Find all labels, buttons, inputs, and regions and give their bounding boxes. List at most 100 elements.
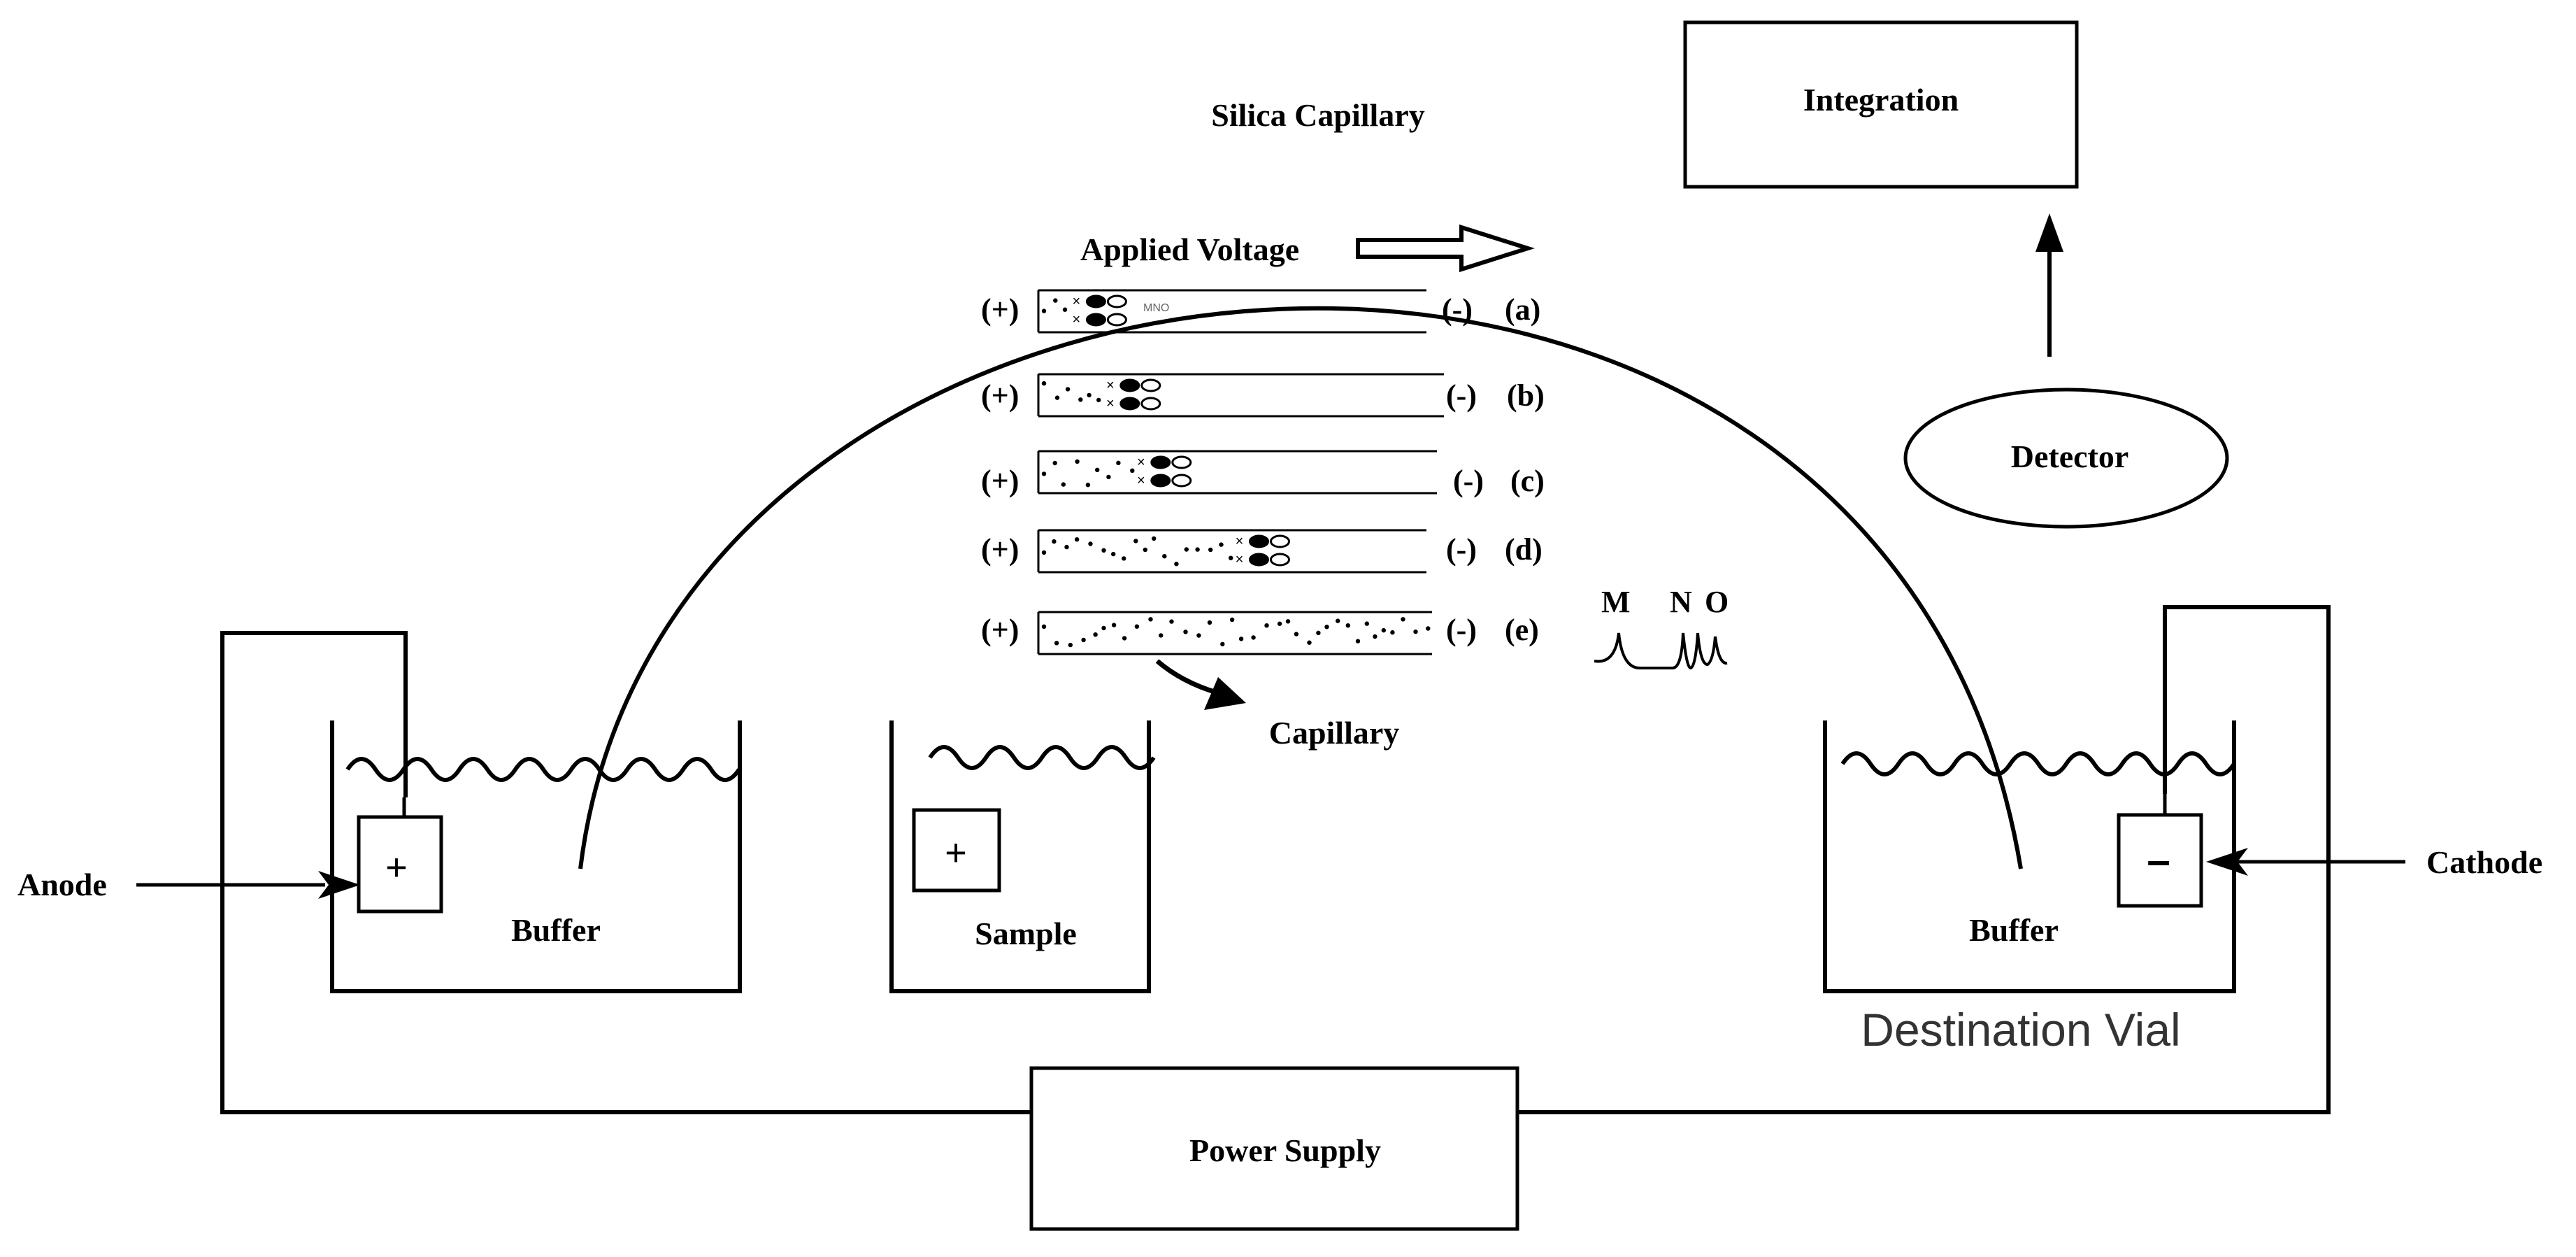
buffer-surface-wave	[345, 757, 741, 782]
destination-surface-wave	[1840, 751, 2236, 776]
buffer-ion-dot	[1096, 397, 1101, 403]
buffer-ion-dot	[1174, 562, 1179, 567]
buffer-ion-dot	[1264, 623, 1269, 628]
buffer-ion-dot	[1294, 632, 1299, 637]
stage-positive-label: (+)	[981, 532, 1019, 567]
buffer-ion-dot	[1068, 642, 1073, 648]
capillary-label: Capillary	[1269, 715, 1400, 751]
buffer-ion-dot	[1219, 542, 1224, 547]
cation-blob	[1150, 455, 1171, 469]
buffer-ion-dot	[1041, 550, 1047, 555]
integration-box	[1683, 20, 2079, 189]
migration-stage-b: ××(+)(-)(b)	[981, 373, 1545, 418]
circuit-wire-left	[220, 631, 1031, 1114]
right-arrowhead-icon	[318, 871, 360, 899]
buffer-ion-dot	[1111, 551, 1116, 557]
destination-vial: – Buffer Destination Vial	[1823, 720, 2236, 1056]
buffer-ion-dot	[1052, 539, 1057, 544]
buffer-ion-dot	[1111, 623, 1117, 627]
buffer-ion-dot	[1251, 635, 1256, 640]
buffer-ion-dot	[1116, 460, 1121, 465]
cation-blob	[1249, 553, 1269, 567]
analyte-x-icon: ×	[1106, 378, 1115, 393]
buffer-ion-dot	[1085, 483, 1091, 488]
applied-voltage-arrow-icon	[1356, 224, 1535, 273]
buffer-ion-dot	[1169, 619, 1174, 624]
migration-stage-a: ××MNO(+)(-)(a)	[981, 289, 1540, 334]
analyte-x-icon: ×	[1106, 396, 1115, 411]
silica-capillary-arc	[578, 306, 2023, 869]
buffer-ion-dot	[1087, 392, 1092, 398]
neutral-blob	[1171, 474, 1192, 488]
buffer-ion-dot	[1195, 547, 1200, 552]
left-buffer-vial: + Buffer	[330, 720, 742, 993]
neutral-blob	[1140, 397, 1161, 411]
buffer-ion-dot	[1054, 395, 1060, 400]
detector-ellipse	[1903, 388, 2229, 529]
plus-icon: +	[945, 832, 967, 874]
buffer-ion-dot	[1184, 547, 1189, 552]
capillary-arrowhead-icon	[1204, 677, 1246, 710]
analyte-x-icon: ×	[1137, 473, 1145, 488]
analyte-mno-label: MNO	[1143, 302, 1169, 314]
peak-label-o: O	[1705, 585, 1729, 619]
buffer-ion-dot	[1345, 623, 1351, 628]
neutral-blob	[1140, 378, 1161, 392]
cation-blob	[1119, 378, 1140, 392]
buffer-ion-dot	[1101, 625, 1106, 631]
sample-electrode	[912, 808, 1001, 893]
buffer-ion-dot	[1162, 554, 1167, 559]
buffer-ion-dot	[1064, 544, 1069, 550]
buffer-ion-dot	[1088, 541, 1093, 546]
migration-stages: ××MNO(+)(-)(a)××(+)(-)(b)××(+)(-)(c)××(+…	[981, 289, 1545, 655]
buffer-ion-dot	[1355, 639, 1361, 644]
buffer-ion-dot	[1324, 625, 1329, 630]
buffer-ion-dot	[1106, 474, 1111, 480]
left-arrowhead-icon	[2206, 848, 2248, 876]
up-arrowhead-icon	[2035, 213, 2063, 252]
stage-positive-label: (+)	[981, 292, 1019, 327]
buffer-ion-dot	[1122, 636, 1127, 641]
buffer-ion-dot	[1196, 633, 1201, 638]
neutral-blob	[1270, 553, 1290, 567]
buffer-ion-dot	[1053, 298, 1058, 303]
cation-blob	[1085, 294, 1106, 308]
stage-negative-label: (-)	[1446, 613, 1477, 647]
destination-vial-label: Destination Vial	[1861, 1004, 2180, 1056]
buffer-ion-dot	[1401, 617, 1405, 622]
buffer-ion-dot	[1054, 641, 1059, 646]
buffer-ion-dot	[1381, 627, 1387, 633]
buffer-ion-dot	[1316, 630, 1321, 635]
stage-negative-label: (-)	[1453, 464, 1484, 498]
buffer-ion-dot	[1229, 555, 1233, 560]
buffer-ion-dot	[1373, 634, 1378, 639]
analyte-x-icon: ×	[1073, 294, 1081, 309]
neutral-blob	[1270, 534, 1290, 548]
buffer-ion-dot	[1183, 630, 1188, 634]
power-supply-box	[1029, 1066, 1519, 1231]
buffer-ion-dot	[1152, 536, 1157, 541]
analyte-x-icon: ×	[1236, 552, 1244, 567]
applied-voltage-label: Applied Voltage	[1080, 232, 1299, 267]
anode-electrode	[357, 815, 443, 914]
buffer-ion-dot	[1220, 641, 1225, 647]
buffer-ion-dot	[1364, 621, 1370, 626]
stage-tag-label: (b)	[1507, 378, 1545, 413]
buffer-ion-dot	[1133, 539, 1138, 544]
buffer-ion-dot	[1052, 460, 1057, 466]
buffer-ion-dot	[1041, 381, 1047, 386]
buffer-ion-dot	[1041, 624, 1047, 629]
neutral-blob	[1106, 294, 1127, 308]
integration-label: Integration	[1803, 82, 1959, 118]
analyte-x-icon: ×	[1137, 455, 1145, 470]
buffer-ion-dot	[1075, 459, 1080, 464]
stage-positive-label: (+)	[981, 464, 1019, 498]
anode-label: Anode	[17, 867, 107, 902]
cation-blob	[1085, 313, 1106, 327]
stage-positive-label: (+)	[981, 378, 1019, 413]
stage-tag-label: (a)	[1505, 292, 1540, 327]
cathode-label: Cathode	[2426, 844, 2542, 880]
buffer-ion-dot	[1041, 471, 1047, 476]
buffer-ion-dot	[1413, 629, 1418, 634]
